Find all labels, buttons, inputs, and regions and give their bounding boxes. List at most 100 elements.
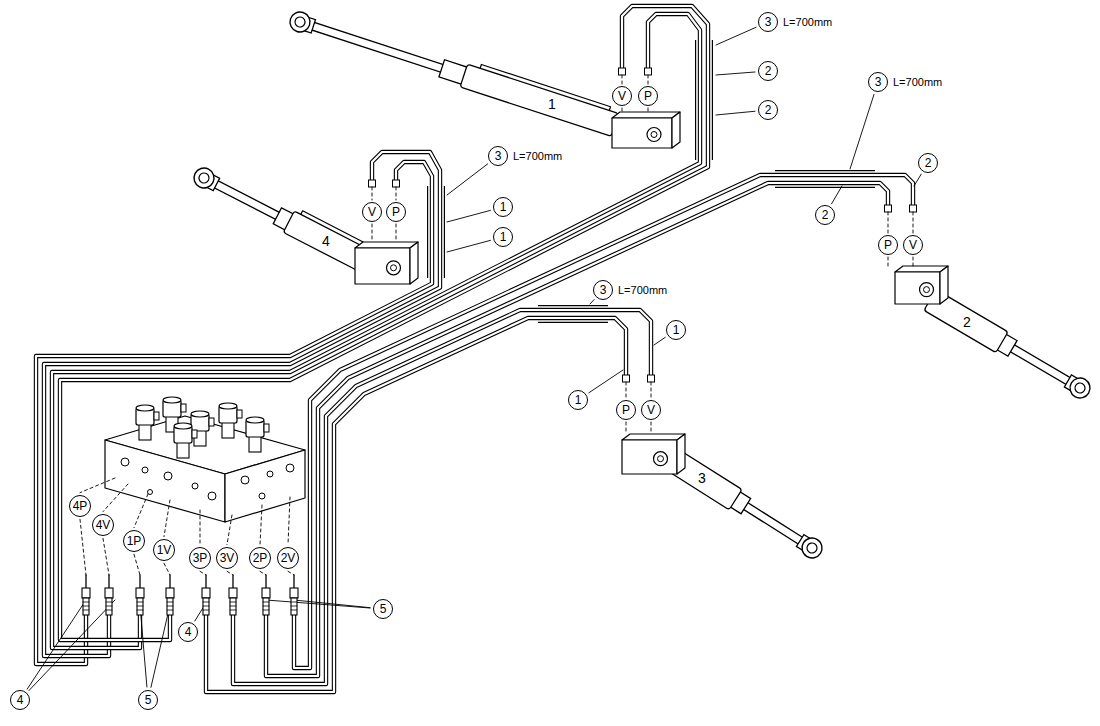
callout-text: 2 xyxy=(925,157,932,169)
hose-core xyxy=(52,14,700,648)
fitting-nut xyxy=(105,588,113,598)
fitting-sleeve xyxy=(167,598,173,615)
valve-block xyxy=(612,112,680,148)
callout-text: 3 xyxy=(600,284,607,296)
hose-nut xyxy=(648,375,655,382)
port-dash xyxy=(288,497,290,545)
port-dash xyxy=(164,563,170,575)
port-dash xyxy=(80,519,86,575)
fitting-ridge xyxy=(291,610,297,611)
rod-eye xyxy=(287,9,312,34)
callout-circle: V xyxy=(903,235,923,255)
callout-circle: 4V xyxy=(92,514,115,537)
port-dash xyxy=(651,422,652,434)
fitting-stem xyxy=(205,575,206,589)
fitting-stem xyxy=(108,575,109,589)
cylinder-number: 2 xyxy=(962,315,972,329)
fitting-stem xyxy=(293,575,294,589)
port-dash xyxy=(888,212,889,233)
fitting-ridge xyxy=(167,610,173,611)
hydraulic-cylinder xyxy=(924,290,1095,404)
callout-text: 3P xyxy=(193,552,208,564)
valve-cap xyxy=(246,417,264,423)
fitting-stem xyxy=(139,575,140,589)
hose-nut xyxy=(885,205,892,212)
valve-cap xyxy=(191,411,209,417)
callout-circle: 4P xyxy=(69,495,92,518)
valve-plug xyxy=(181,404,186,412)
callout-circle: 5 xyxy=(138,690,158,710)
mount-eye xyxy=(387,261,401,275)
solenoid-valve xyxy=(136,405,159,440)
hose-outline xyxy=(60,6,708,640)
sleeve-outline xyxy=(695,40,713,160)
hydraulic-hose xyxy=(44,152,440,656)
fitting-sleeve xyxy=(137,598,143,615)
fitting-ridge xyxy=(230,602,236,603)
leader-line xyxy=(832,186,842,204)
valve-body xyxy=(177,442,189,458)
fitting-ridge xyxy=(137,606,143,607)
port-dash xyxy=(622,75,623,84)
fitting-ridge xyxy=(291,606,297,607)
callout-circle: P xyxy=(386,202,406,222)
hydraulic-hose xyxy=(206,318,630,692)
hose-core xyxy=(44,152,440,656)
hose-core xyxy=(294,175,913,668)
callout-text: 4V xyxy=(96,519,111,531)
fitting-nut xyxy=(202,588,210,598)
port-dash xyxy=(260,505,262,545)
callout-circle: 1 xyxy=(493,227,513,247)
fitting-stem xyxy=(265,575,266,589)
port-dash xyxy=(164,500,170,537)
length-note: L=700mm xyxy=(512,151,563,162)
port-dash xyxy=(626,422,627,434)
callout-circle: V xyxy=(612,86,632,106)
cylinder-pipe xyxy=(301,211,370,249)
hose-outline xyxy=(206,318,626,692)
hose-fitting xyxy=(290,575,298,615)
leader-line xyxy=(589,370,623,393)
callout-text: 3 xyxy=(495,150,502,162)
fitting-ridge xyxy=(263,606,269,607)
manifold-port xyxy=(142,467,148,473)
sleeve-outline xyxy=(538,305,608,323)
fitting-ridge xyxy=(137,602,143,603)
block-top xyxy=(895,266,948,272)
callout-circle: 2 xyxy=(918,153,938,173)
fitting-ridge xyxy=(263,602,269,603)
fitting-ridge xyxy=(230,606,236,607)
hose-fitting xyxy=(105,575,113,615)
block-front xyxy=(895,272,940,304)
callout-circle: P xyxy=(878,235,898,255)
valve-plug xyxy=(264,424,269,432)
callout-text: 1 xyxy=(575,394,582,406)
rod-eye-hole xyxy=(197,171,210,184)
port-dash xyxy=(260,571,266,575)
mount-eye xyxy=(647,128,661,142)
fitting-ridge xyxy=(230,610,236,611)
leader-lines xyxy=(27,27,921,690)
manifold-port xyxy=(241,476,249,484)
callout-circle: 3 xyxy=(488,146,508,166)
valve-block xyxy=(355,242,418,284)
hose-outline xyxy=(294,175,913,668)
hydraulic-hose xyxy=(36,162,432,664)
hose-nut xyxy=(369,180,376,187)
leader-line xyxy=(447,240,490,252)
port-dash xyxy=(200,571,206,575)
hose-fitting xyxy=(136,575,144,615)
manifold-port xyxy=(121,458,129,466)
callout-circle: P xyxy=(638,86,658,106)
hydraulic-hose xyxy=(52,14,700,648)
mount-eye-hole xyxy=(651,132,657,138)
callout-circle: V xyxy=(362,202,382,222)
valve-body xyxy=(249,436,261,452)
fitting-ridge xyxy=(106,606,112,607)
hydraulic-cylinder xyxy=(287,4,620,137)
fitting-nut xyxy=(166,588,174,598)
hose-nut xyxy=(619,68,626,75)
port-dash xyxy=(288,571,294,575)
callout-circle: 1V xyxy=(153,539,176,562)
hose-nut xyxy=(910,205,917,212)
